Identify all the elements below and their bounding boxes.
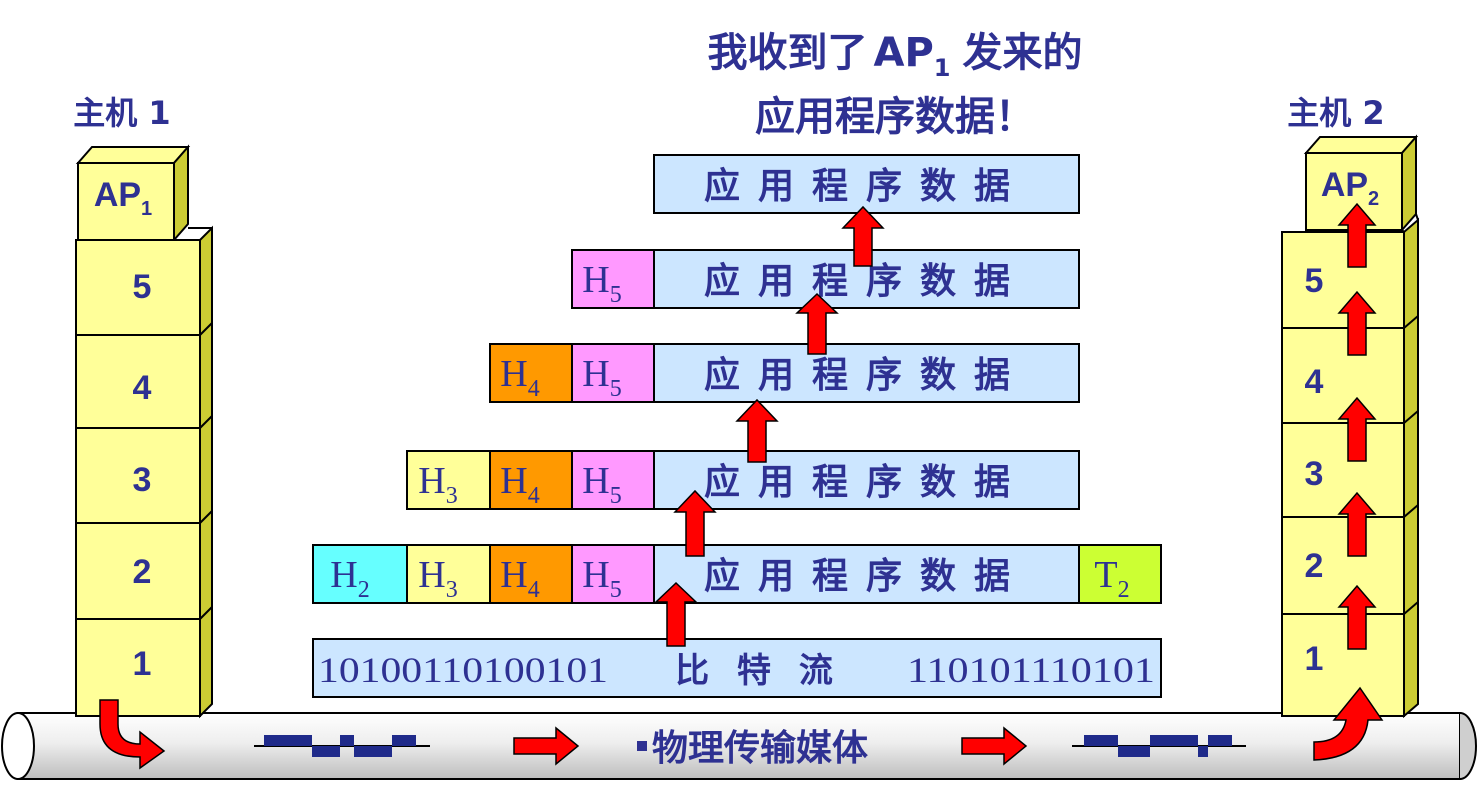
medium-label: 物理传输媒体: [652, 728, 868, 769]
header-h5-label: H5: [582, 554, 621, 603]
header-h5: [571, 544, 655, 604]
bitstream-right-bits: 110101110101: [907, 650, 1155, 690]
header-h5: [571, 343, 655, 403]
header-h3-label: H3: [418, 460, 457, 509]
trailer-t2: [1078, 544, 1162, 604]
host-1-layer-5: [75, 239, 201, 336]
bitstream-left-bits: 10100110100101: [318, 650, 608, 690]
pipe-right-arrows: [513, 726, 1028, 766]
host-2-layer-4-label: 4: [1305, 363, 1324, 401]
header-h5-label: H5: [582, 460, 621, 509]
host-2-ap-label: AP2: [1321, 166, 1379, 210]
up-arrow-icon: [841, 205, 885, 267]
host-2-layer-5-label: 5: [1305, 262, 1324, 300]
header-h5-label: H5: [582, 353, 621, 402]
up-arrow-icon: [735, 398, 779, 463]
host-2-layer-1-label: 1: [1305, 640, 1324, 678]
right-arrow-icon: [513, 726, 580, 766]
up-arrow-icon: [654, 581, 698, 647]
host-2-layer-2-label: 2: [1305, 547, 1324, 585]
payload-text: 应用程序数据: [704, 261, 1028, 302]
host-1-layer-2-label: 2: [133, 553, 152, 591]
host-2-layer-1: [1281, 613, 1405, 717]
payload-text: 应用程序数据: [704, 556, 1028, 597]
host-2: 主机 2 AP2 5 4 3 2 1: [1281, 94, 1419, 719]
header-h3-label: H3: [418, 554, 457, 603]
header-h2: [312, 544, 408, 604]
payload-cell: [653, 544, 1080, 604]
payload-cell: [653, 343, 1080, 403]
host-2-layer-3: [1281, 422, 1405, 518]
up-arrow-icon: [795, 292, 839, 355]
host-2-layer-2: [1281, 516, 1405, 615]
header-h5-label: H5: [582, 259, 621, 308]
signal-waveform-icon: [1072, 735, 1246, 757]
header-h5: [571, 249, 655, 309]
host-2-label: 主机 2: [1287, 94, 1384, 132]
header-h4-label: H4: [500, 460, 539, 509]
pdu-row-4: H3 H4 H5 应用程序数据: [406, 450, 1080, 510]
curved-arrow-icon: [99, 699, 166, 770]
host-1-layer-4: [75, 334, 201, 429]
header-h4: [489, 544, 573, 604]
payload-text: 应用程序数据: [704, 166, 1028, 207]
host-1-ap-label: AP1: [94, 176, 152, 220]
title-line-2: 应用程序数据！: [755, 94, 1035, 140]
host-2-layer-3-label: 3: [1305, 455, 1324, 493]
host-1-layer-1-label: 1: [133, 645, 152, 683]
header-h3: [406, 544, 491, 604]
bitstream-label: 比 特 流: [675, 651, 841, 691]
host-1-layer-1: [75, 618, 201, 717]
medium-label-group: 物理传输媒体: [637, 728, 868, 769]
host-1: 主机 1 AP1 5 4 3 2 1: [73, 94, 213, 719]
payload-text: 应用程序数据: [704, 355, 1028, 396]
up-arrow-icon: [1337, 491, 1377, 557]
pdu-row-2: H5 应用程序数据: [571, 249, 1080, 309]
payload-cell: [653, 450, 1080, 510]
up-arrow-icon: [1337, 290, 1377, 356]
host-1-layer-3-label: 3: [133, 461, 152, 499]
host-1-ap-box: AP1: [75, 144, 191, 243]
trailer-t2-label: T2: [1094, 554, 1129, 603]
host-2-layer-4: [1281, 327, 1405, 424]
header-h2-label: H2: [330, 554, 369, 603]
payload-cell: [653, 154, 1080, 214]
header-h4-label: H4: [500, 554, 539, 603]
host-1-layer-5-label: 5: [133, 268, 152, 306]
pdu-up-arrows: [654, 205, 885, 647]
host-2-layer-stack: 5 4 3 2 1: [1281, 213, 1419, 719]
host-1-layer-3: [75, 427, 201, 524]
pdu-row-1: 应用程序数据: [653, 154, 1080, 214]
signal-waveform-icon: [254, 735, 430, 757]
pdu-row-3: H4 H5 应用程序数据: [489, 343, 1080, 403]
host-1-label: 主机 1: [73, 94, 170, 132]
host-1-layer-4-label: 4: [133, 369, 152, 407]
bullet-square-icon: [637, 741, 647, 751]
host-1-layer-2: [75, 522, 201, 620]
pdu-row-5: H2 H3 H4 H5 应用程序数据 T2: [312, 544, 1162, 604]
payload-text: 应用程序数据: [704, 462, 1028, 503]
up-arrow-icon: [1337, 202, 1377, 268]
host-2-up-arrows: [1337, 202, 1377, 650]
up-arrow-icon: [1337, 584, 1377, 650]
up-arrow-icon: [1337, 396, 1377, 462]
header-h4-label: H4: [500, 353, 539, 402]
host-1-layer-stack: 5 4 3 2 1: [75, 225, 213, 719]
right-arrow-icon: [961, 726, 1028, 766]
up-arrow-icon: [673, 489, 717, 557]
curved-arrow-icon: [1313, 686, 1384, 761]
bitstream-row: 10100110100101 比 特 流 110101110101: [312, 638, 1162, 698]
